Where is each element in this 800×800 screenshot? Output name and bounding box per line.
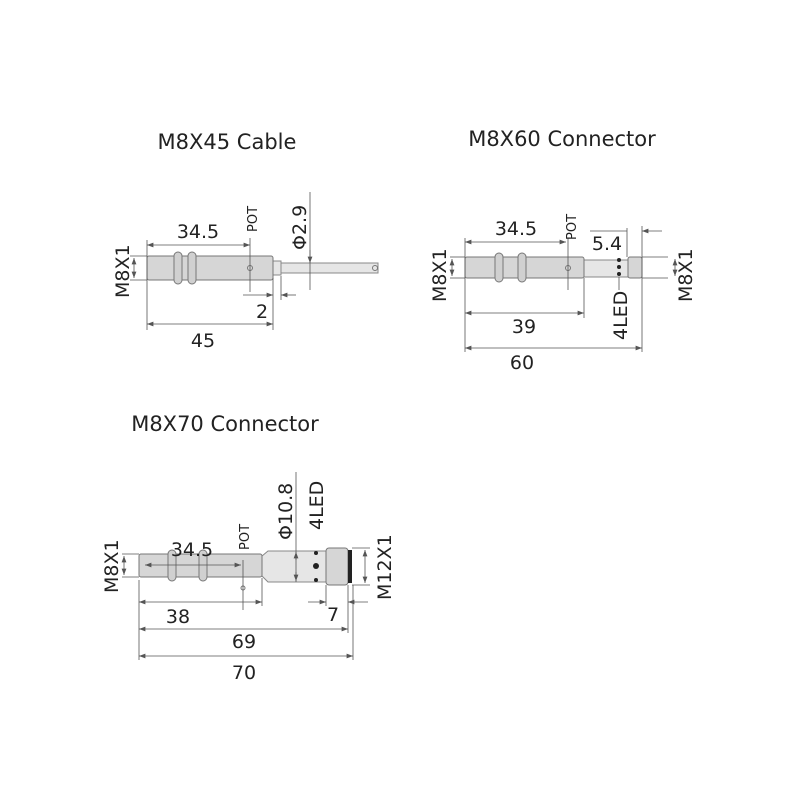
cable-gland	[272, 260, 282, 276]
nut-ring	[187, 251, 197, 285]
cable-end	[372, 265, 378, 271]
drawing-title: M8X60 Connector	[468, 127, 656, 151]
dim-sensing: 34.5	[495, 218, 537, 240]
neck	[583, 259, 629, 278]
pot-label: POT	[238, 524, 253, 550]
drawing-m8x60-connector: M8X60 Connector 34.5 POT 5.4 4LED M8X1 M…	[429, 127, 697, 374]
dim-body: 38	[166, 606, 190, 628]
drawing-m8x70-connector: M8X70 Connector 34.5 POT Φ10.8 4LED M12X…	[101, 412, 396, 684]
dim-body: 39	[512, 316, 536, 338]
thread-label: M8X1	[112, 244, 134, 298]
dim-length-70: 70	[232, 662, 256, 684]
cable	[280, 262, 379, 274]
led-label: 4LED	[610, 291, 632, 340]
led-label: 4LED	[306, 481, 328, 530]
dim-nut: 7	[327, 604, 339, 626]
connector-band	[348, 550, 352, 583]
drawing-title: M8X45 Cable	[158, 130, 297, 154]
dim-housing-dia: Φ10.8	[275, 483, 297, 540]
dim-length: 45	[191, 330, 215, 352]
led-indicators	[617, 258, 621, 276]
connector-thread-label: M8X1	[675, 248, 697, 302]
connector-nut	[325, 547, 349, 586]
dim-sensing: 34.5	[171, 539, 213, 561]
thread-label: M8X1	[101, 539, 123, 593]
dim-length-69: 69	[232, 631, 256, 653]
thread-label: M8X1	[429, 248, 451, 302]
dim-length: 60	[510, 352, 534, 374]
drawing-title: M8X70 Connector	[131, 412, 319, 436]
nut-ring	[173, 251, 183, 285]
dim-cable-dia: Φ2.9	[289, 205, 311, 250]
dim-sensing: 34.5	[177, 221, 219, 243]
connector	[627, 256, 643, 279]
nut-ring	[494, 252, 504, 283]
led-indicators	[313, 551, 319, 582]
nut-ring	[517, 252, 527, 283]
dim-nut: 2	[256, 301, 268, 323]
pot-label: POT	[246, 206, 261, 232]
connector-thread-label: M12X1	[374, 534, 396, 600]
pot-label: POT	[565, 214, 580, 240]
sensor-body	[146, 255, 274, 281]
drawing-m8x45-cable: M8X45 Cable 34.5 POT Φ2.9 2 45 M8X1	[112, 130, 379, 352]
dim-connector: 5.4	[592, 233, 622, 255]
